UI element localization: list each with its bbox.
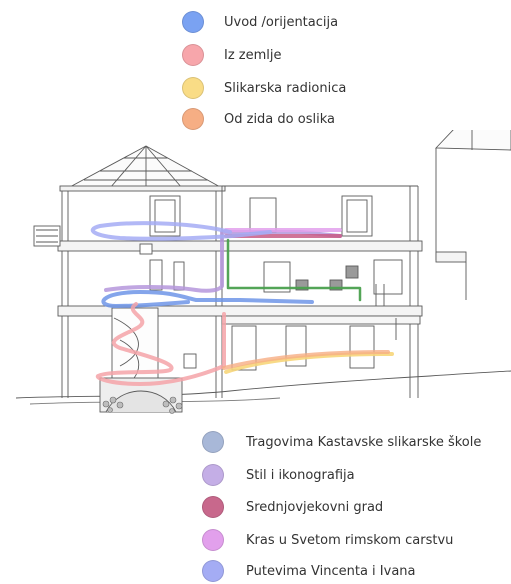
legend-label: Stil i ikonografija [246,467,355,483]
legend-label: Od zida do oslika [224,111,335,127]
legend-swatch [182,44,204,66]
legend-swatch [182,108,204,130]
route-pink [95,302,226,386]
route-peach [222,350,390,370]
legend-swatch [202,529,224,551]
legend-item-od-zida-do-oslika: Od zida do oslika [182,108,335,130]
route-lavender [90,221,272,241]
legend-label: Slikarska radionica [224,80,347,96]
building-section-diagram [15,130,511,414]
legend-swatch [202,496,224,518]
legend-swatch [202,431,224,453]
route-purple [104,230,342,293]
legend-label: Tragovima Kastavske slikarske škole [246,434,482,450]
legend-label: Putevima Vincenta i Ivana [246,563,416,579]
visitor-routes [90,221,394,386]
legend-swatch [182,11,204,33]
route-yellow [224,352,394,374]
building-outline [15,130,511,414]
legend-item-slikarska-radionica: Slikarska radionica [182,77,346,99]
legend-label: Kras u Svetom rimskom carstvu [246,532,454,548]
legend-item-srednjovjekovni: Srednjovjekovni grad [202,496,383,518]
route-green [226,238,362,302]
legend-item-kastavska: Tragovima Kastavske slikarske škole [202,431,481,453]
legend-label: Srednjovjekovni grad [246,499,384,515]
legend-item-uvod: Uvod /orijentacija [182,11,338,33]
legend-label: Iz zemlje [224,47,282,63]
route-blue [101,290,314,308]
legend-swatch [202,464,224,486]
legend-swatch [202,560,224,582]
legend-item-iz-zemlje: Iz zemlje [182,44,282,66]
legend-item-kras: Kras u Svetom rimskom carstvu [202,529,453,551]
legend-swatch [182,77,204,99]
legend-item-stil: Stil i ikonografija [202,464,355,486]
legend-label: Uvod /orijentacija [224,14,339,30]
legend-item-putevima: Putevima Vincenta i Ivana [202,560,416,582]
